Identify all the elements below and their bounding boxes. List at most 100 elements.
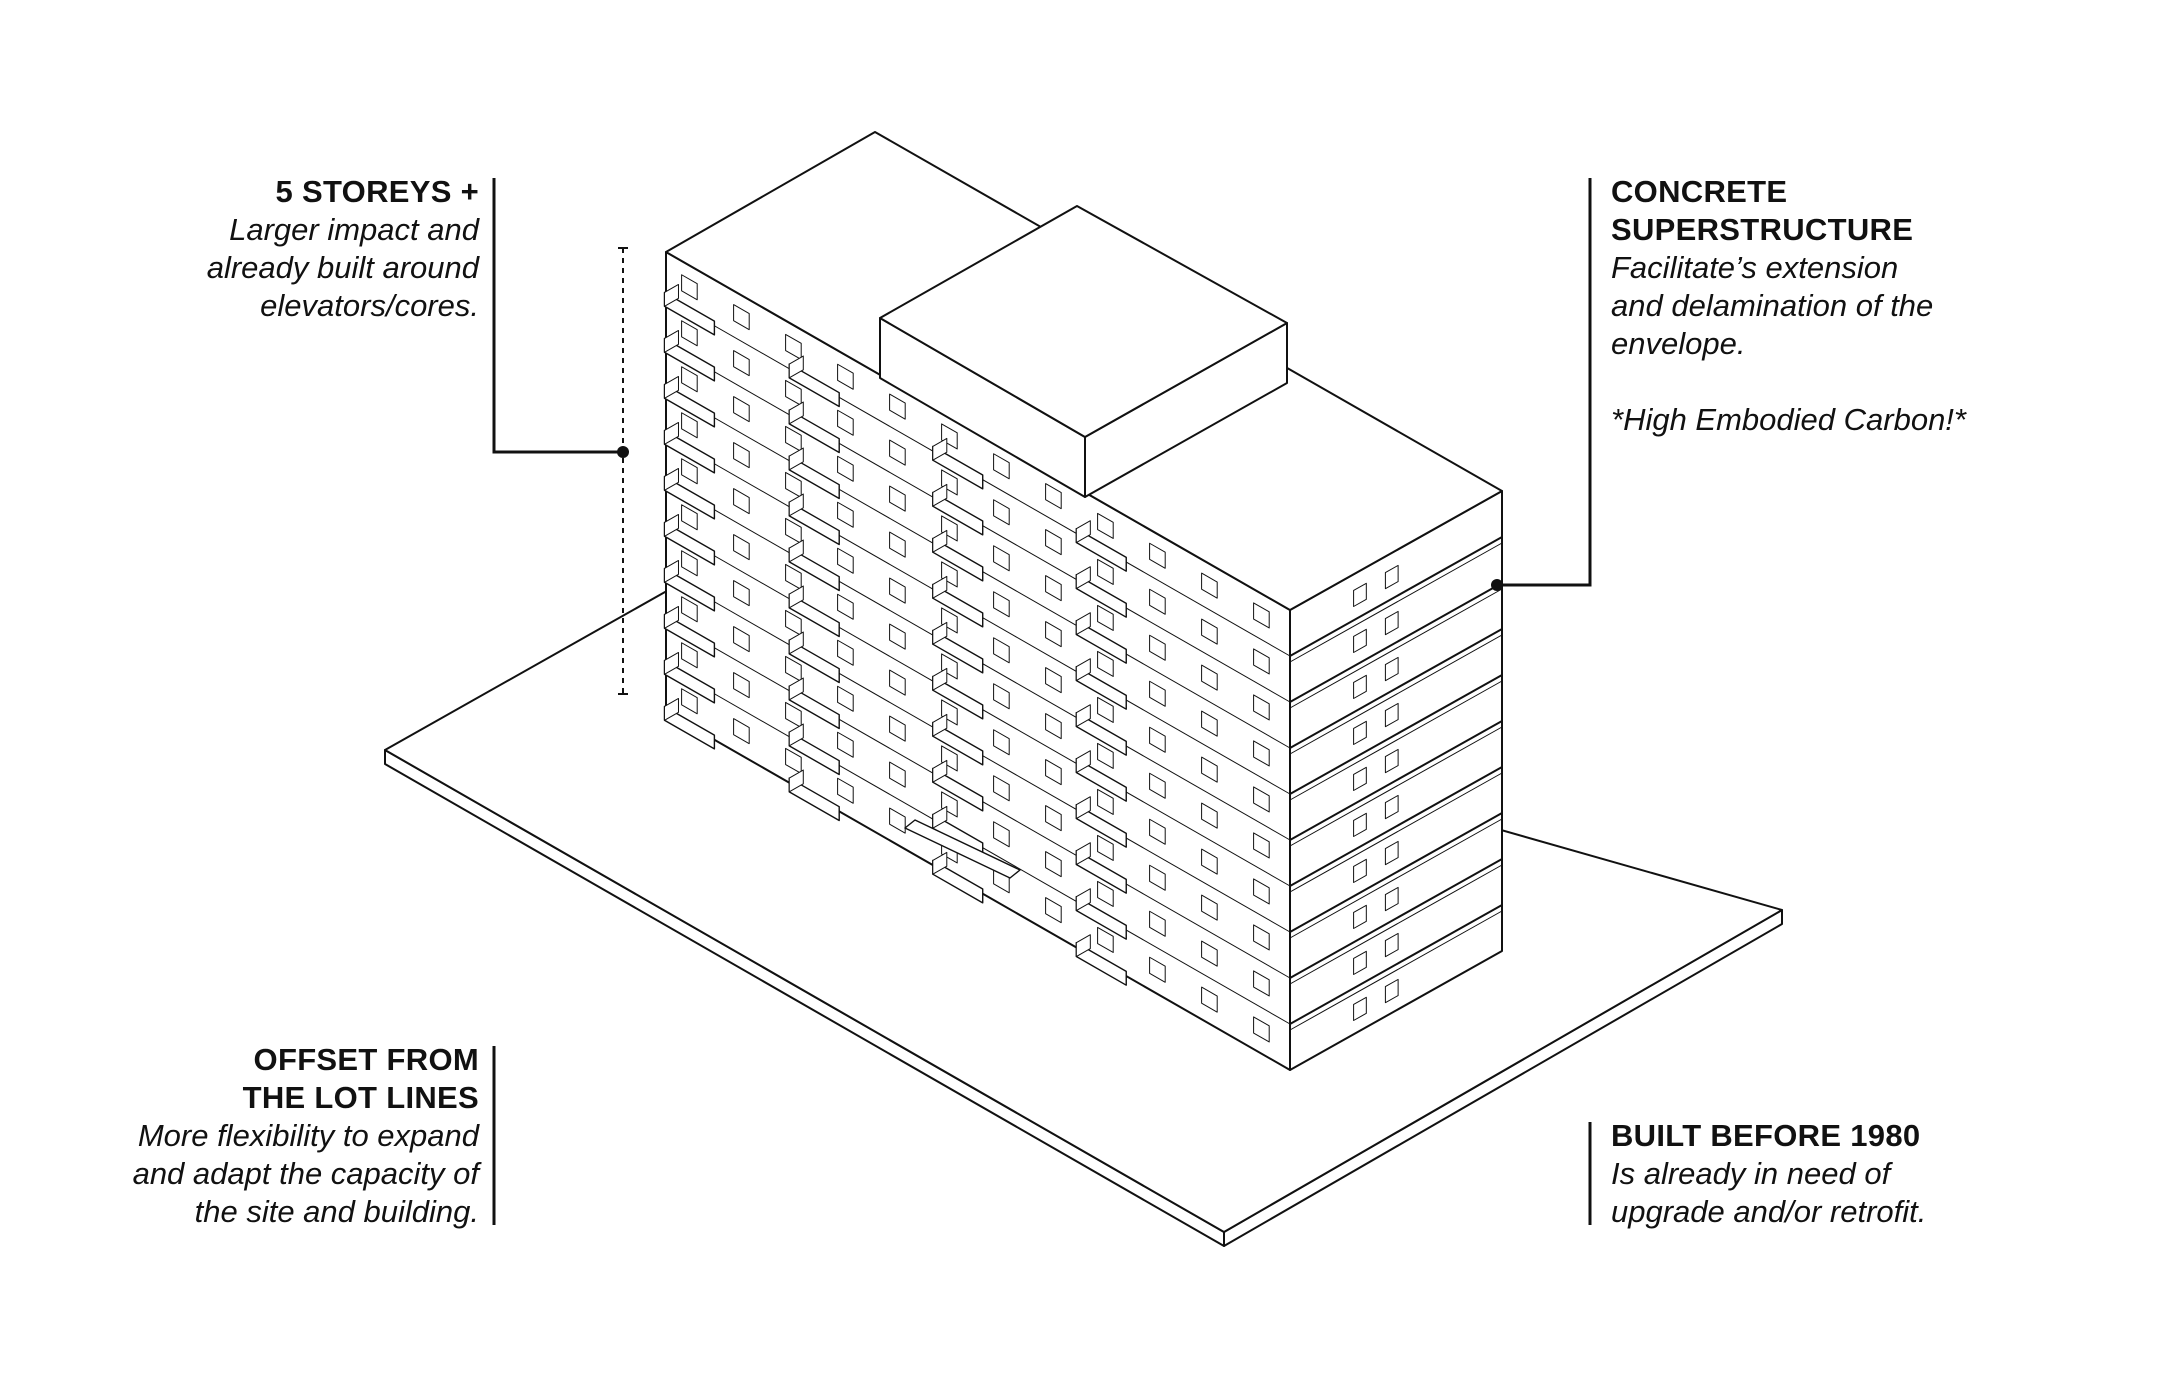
penthouse-roof (879, 205, 1288, 438)
window (1097, 926, 1114, 953)
window (941, 515, 958, 542)
window (1201, 710, 1218, 737)
annotation-concrete-title: CONCRETE (1611, 174, 1788, 209)
window (1045, 759, 1062, 786)
window (837, 547, 854, 574)
window (681, 504, 698, 531)
floor-slab-line (1289, 674, 1503, 795)
balcony-side (1075, 658, 1091, 682)
balcony-side (932, 437, 948, 461)
window (733, 672, 750, 699)
window (733, 396, 750, 423)
window (1149, 588, 1166, 615)
window (993, 499, 1010, 526)
floor-slab-line (1289, 818, 1503, 939)
window (837, 731, 854, 758)
window (1045, 713, 1062, 740)
annotation-offset-title: THE LOT LINES (242, 1080, 479, 1115)
window (889, 485, 906, 512)
window (1201, 618, 1218, 645)
window (1353, 950, 1367, 975)
window (1384, 702, 1399, 728)
annotation-concrete: CONCRETE SUPERSTRUCTURE Facilitate’s ext… (1611, 173, 1966, 439)
window (1201, 756, 1218, 783)
balcony-side (1075, 704, 1091, 728)
window (889, 577, 906, 604)
window (1253, 648, 1270, 675)
balcony-side (932, 667, 948, 691)
balcony-side (1075, 750, 1091, 774)
balcony-side (1075, 566, 1091, 590)
annotation-built-title: BUILT BEFORE 1980 (1611, 1118, 1921, 1153)
window (733, 580, 750, 607)
window (1384, 886, 1399, 912)
window (1353, 904, 1367, 929)
annotation-storeys-line: Larger impact and (229, 212, 479, 247)
window (1253, 786, 1270, 813)
balcony-side (932, 575, 948, 599)
window (889, 393, 906, 420)
window (889, 531, 906, 558)
annotation-concrete-line: Facilitate’s extension (1611, 250, 1899, 285)
window (941, 423, 958, 450)
window (1353, 674, 1367, 699)
floor-slab-line (1289, 772, 1503, 893)
annotation-storeys-line: already built around (206, 250, 479, 285)
annotation-built-line: upgrade and/or retrofit. (1611, 1194, 1927, 1229)
window (1253, 832, 1270, 859)
window (1201, 894, 1218, 921)
window (1045, 529, 1062, 556)
window (681, 320, 698, 347)
window (1353, 858, 1367, 883)
window (889, 761, 906, 788)
annotation-built-line: Is already in need of (1611, 1156, 1891, 1191)
balcony-side (932, 851, 948, 875)
window (1353, 996, 1367, 1021)
floor-slab-line (1289, 680, 1503, 801)
balcony-side (663, 651, 679, 675)
balcony-side (932, 759, 948, 783)
window (993, 683, 1010, 710)
window (941, 699, 958, 726)
window (733, 304, 750, 331)
annotation-concrete-title: SUPERSTRUCTURE (1611, 212, 1914, 247)
concrete-leader-line (1497, 178, 1592, 587)
annotation-offset-line: More flexibility to expand (137, 1118, 479, 1153)
window (993, 637, 1010, 664)
window (1097, 650, 1114, 677)
leader-lines (492, 178, 1592, 1225)
balcony-side (1075, 842, 1091, 866)
floor-slab-line (1289, 720, 1503, 841)
window (1253, 602, 1270, 629)
window (889, 669, 906, 696)
balcony-side (663, 605, 679, 629)
window (1149, 910, 1166, 937)
window (941, 745, 958, 772)
window (1353, 812, 1367, 837)
window (941, 607, 958, 634)
balcony-side (788, 631, 804, 655)
window (1353, 582, 1367, 607)
balcony-side (788, 493, 804, 517)
window (1384, 840, 1399, 866)
window (1201, 802, 1218, 829)
window (993, 591, 1010, 618)
window (1097, 696, 1114, 723)
window (941, 653, 958, 680)
window (1253, 878, 1270, 905)
balcony-side (663, 283, 679, 307)
building-drawing (384, 131, 1783, 1247)
concrete-leader-dot (1491, 579, 1503, 591)
window (837, 409, 854, 436)
floor-slab-line (1289, 628, 1503, 749)
balcony-side (663, 467, 679, 491)
window (1045, 851, 1062, 878)
window (993, 545, 1010, 572)
window (889, 439, 906, 466)
annotation-concrete-line: envelope. (1611, 326, 1746, 361)
window (681, 642, 698, 669)
window (993, 729, 1010, 756)
window (1384, 564, 1399, 590)
balcony-side (663, 421, 679, 445)
